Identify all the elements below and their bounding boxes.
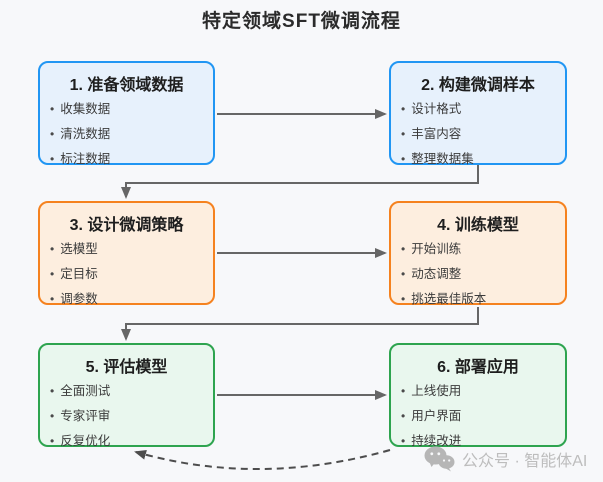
- flow-box-item: 全面测试: [50, 379, 205, 404]
- flow-box-item: 丰富内容: [401, 122, 557, 147]
- flow-box-item: 整理数据集: [401, 147, 557, 172]
- flow-box-build-finetune-samples: 2. 构建微调样本 设计格式 丰富内容 整理数据集: [389, 61, 567, 166]
- edge-4-to-5-arrow: [121, 307, 479, 341]
- flow-box-title: 2. 构建微调样本: [421, 77, 535, 94]
- flow-box-item: 收集数据: [50, 97, 205, 122]
- flow-box-item: 持续改进: [401, 429, 557, 454]
- flow-box-item-list: 上线使用 用户界面 持续改进: [399, 379, 557, 454]
- flow-box-title: 6. 部署应用: [437, 359, 519, 376]
- flow-box-item: 上线使用: [401, 379, 557, 404]
- flow-box-item: 标注数据: [50, 147, 205, 172]
- flow-box-design-finetune-strategy: 3. 设计微调策略 选模型 定目标 调参数: [38, 201, 215, 306]
- flow-box-item: 开始训练: [401, 237, 557, 262]
- edge-2-to-3-arrow: [121, 165, 479, 199]
- page-title: 特定领域SFT微调流程: [202, 11, 401, 32]
- flow-box-deploy-application: 6. 部署应用 上线使用 用户界面 持续改进: [389, 343, 567, 448]
- flow-box-item-list: 开始训练 动态调整 挑选最佳版本: [399, 237, 557, 312]
- flow-box-title: 5. 评估模型: [85, 359, 168, 376]
- wechat-icon: [424, 446, 455, 472]
- flow-box-item: 设计格式: [401, 97, 557, 122]
- flow-box-item-list: 选模型 定目标 调参数: [48, 237, 205, 312]
- flow-box-train-model: 4. 训练模型 开始训练 动态调整 挑选最佳版本: [389, 201, 567, 306]
- flow-box-item: 动态调整: [401, 262, 557, 287]
- flow-box-item-list: 全面测试 专家评审 反复优化: [48, 379, 205, 454]
- flow-box-item-list: 收集数据 清洗数据 标注数据: [48, 97, 205, 172]
- flow-box-evaluate-model: 5. 评估模型 全面测试 专家评审 反复优化: [38, 343, 215, 448]
- flow-box-item: 反复优化: [50, 429, 205, 454]
- flow-box-item-list: 设计格式 丰富内容 整理数据集: [399, 97, 557, 172]
- flow-box-title: 1. 准备领域数据: [69, 77, 184, 94]
- watermark-text: 公众号 · 智能体AI: [462, 453, 588, 470]
- flow-box-item: 调参数: [50, 287, 205, 312]
- flow-box-title: 4. 训练模型: [437, 217, 519, 234]
- flow-box-item: 挑选最佳版本: [401, 287, 557, 312]
- flow-box-item: 选模型: [50, 237, 205, 262]
- flow-box-item: 专家评审: [50, 404, 205, 429]
- flow-box-title: 3. 设计微调策略: [69, 217, 184, 234]
- flow-box-item: 定目标: [50, 262, 205, 287]
- flow-box-prepare-domain-data: 1. 准备领域数据 收集数据 清洗数据 标注数据: [38, 61, 215, 166]
- watermark: 公众号 · 智能体AI: [424, 446, 587, 472]
- flow-box-item: 用户界面: [401, 404, 557, 429]
- flow-box-item: 清洗数据: [50, 122, 205, 147]
